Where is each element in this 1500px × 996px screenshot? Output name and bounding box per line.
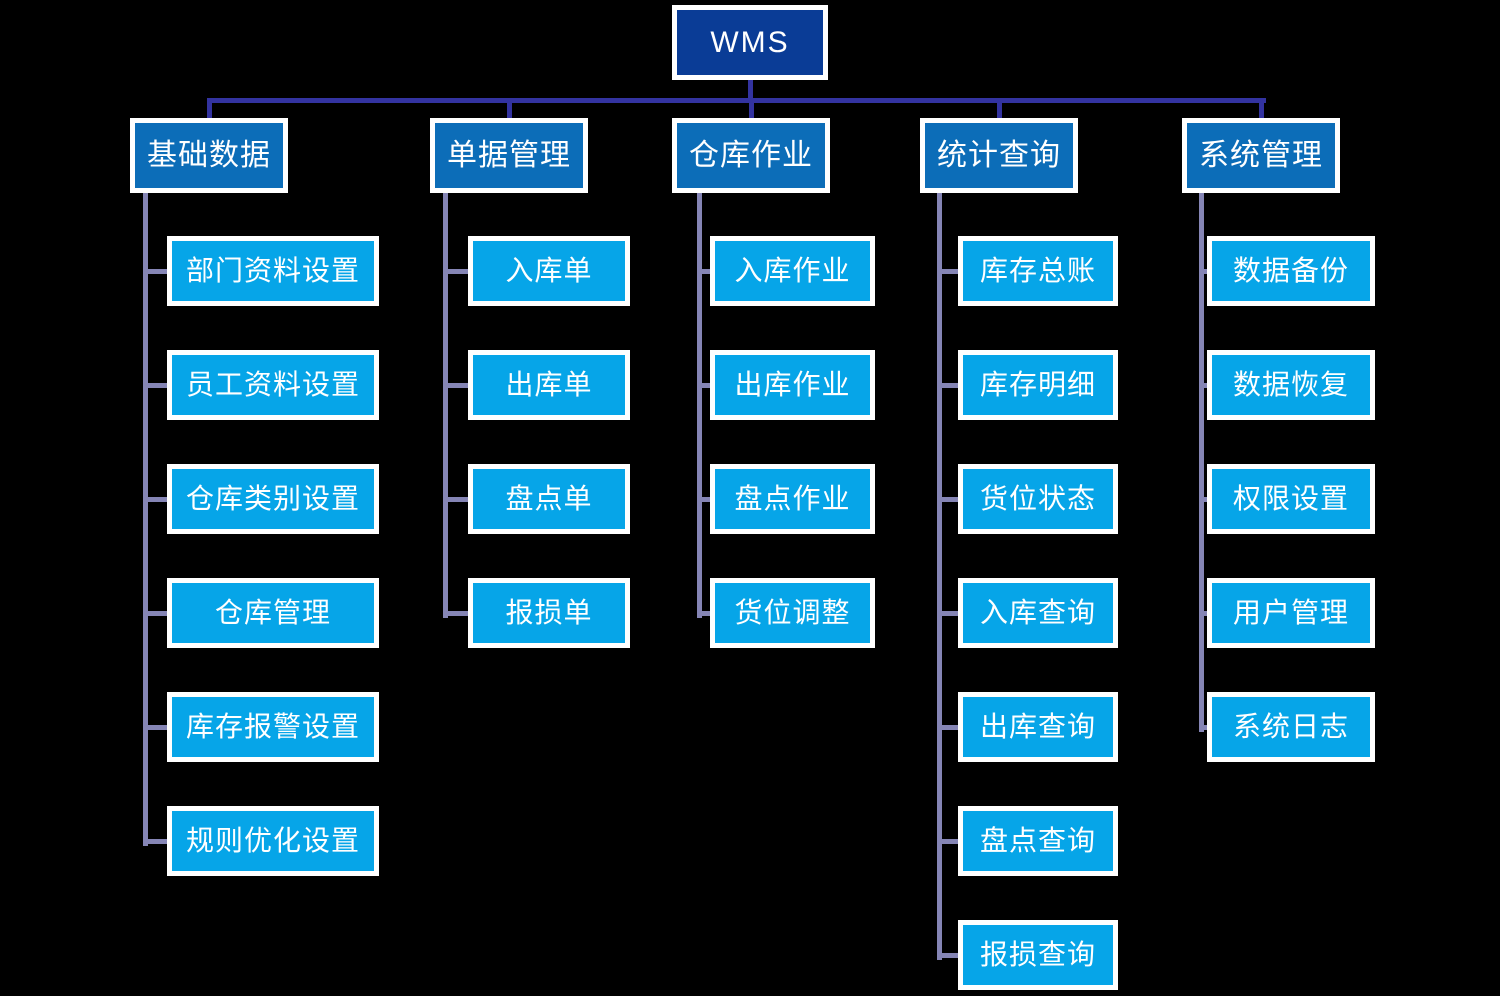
connector-stub-4-1 [937,269,958,274]
connector-stub-5-1 [1199,269,1207,274]
connector-trunk-5 [1199,193,1204,732]
leaf-node-4-1[interactable]: 库存总账 [958,236,1118,306]
leaf-node-2-2[interactable]: 出库单 [468,350,630,420]
branch-node-2[interactable]: 单据管理 [430,118,588,193]
leaf-node-2-3[interactable]: 盘点单 [468,464,630,534]
connector-stub-1-6 [143,839,167,844]
branch-node-5[interactable]: 系统管理 [1182,118,1340,193]
connector-level2-drop-1 [207,98,212,118]
connector-stub-1-2 [143,383,167,388]
connector-level2-drop-3 [749,98,754,118]
connector-stub-1-4 [143,611,167,616]
connector-root-drop [748,80,753,103]
connector-stub-2-3 [443,497,468,502]
leaf-node-5-1[interactable]: 数据备份 [1207,236,1375,306]
leaf-node-1-4[interactable]: 仓库管理 [167,578,379,648]
connector-stub-4-3 [937,497,958,502]
leaf-node-1-2[interactable]: 员工资料设置 [167,350,379,420]
leaf-node-3-4[interactable]: 货位调整 [710,578,875,648]
leaf-node-1-1[interactable]: 部门资料设置 [167,236,379,306]
connector-stub-4-6 [937,839,958,844]
connector-stub-3-4 [697,611,710,616]
connector-stub-4-2 [937,383,958,388]
connector-level2-drop-2 [507,98,512,118]
leaf-node-5-2[interactable]: 数据恢复 [1207,350,1375,420]
leaf-node-3-1[interactable]: 入库作业 [710,236,875,306]
leaf-node-5-5[interactable]: 系统日志 [1207,692,1375,762]
leaf-node-4-7[interactable]: 报损查询 [958,920,1118,990]
connector-trunk-2 [443,193,448,618]
root-node-wms[interactable]: WMS [672,5,828,80]
leaf-node-2-1[interactable]: 入库单 [468,236,630,306]
connector-level2-drop-5 [1259,98,1264,118]
leaf-node-5-4[interactable]: 用户管理 [1207,578,1375,648]
connector-stub-5-3 [1199,497,1207,502]
connector-stub-5-4 [1199,611,1207,616]
connector-stub-5-2 [1199,383,1207,388]
connector-stub-1-5 [143,725,167,730]
leaf-node-2-4[interactable]: 报损单 [468,578,630,648]
leaf-node-4-3[interactable]: 货位状态 [958,464,1118,534]
leaf-node-3-2[interactable]: 出库作业 [710,350,875,420]
leaf-node-1-3[interactable]: 仓库类别设置 [167,464,379,534]
connector-level2-drop-4 [997,98,1002,118]
connector-stub-3-3 [697,497,710,502]
connector-stub-4-5 [937,725,958,730]
connector-stub-4-4 [937,611,958,616]
connector-stub-5-5 [1199,725,1207,730]
connector-stub-2-4 [443,611,468,616]
connector-stub-1-3 [143,497,167,502]
leaf-node-4-4[interactable]: 入库查询 [958,578,1118,648]
leaf-node-3-3[interactable]: 盘点作业 [710,464,875,534]
leaf-node-4-2[interactable]: 库存明细 [958,350,1118,420]
connector-stub-3-2 [697,383,710,388]
connector-trunk-3 [697,193,702,618]
branch-node-1[interactable]: 基础数据 [130,118,288,193]
connector-stub-4-7 [937,953,958,958]
branch-node-4[interactable]: 统计查询 [920,118,1078,193]
branch-node-3[interactable]: 仓库作业 [672,118,830,193]
connector-stub-2-1 [443,269,468,274]
connector-level2-bus [209,98,1266,103]
connector-stub-3-1 [697,269,710,274]
connector-stub-1-1 [143,269,167,274]
leaf-node-1-5[interactable]: 库存报警设置 [167,692,379,762]
leaf-node-4-6[interactable]: 盘点查询 [958,806,1118,876]
leaf-node-1-6[interactable]: 规则优化设置 [167,806,379,876]
connector-stub-2-2 [443,383,468,388]
connector-trunk-4 [937,193,942,960]
leaf-node-5-3[interactable]: 权限设置 [1207,464,1375,534]
leaf-node-4-5[interactable]: 出库查询 [958,692,1118,762]
connector-trunk-1 [143,193,148,846]
